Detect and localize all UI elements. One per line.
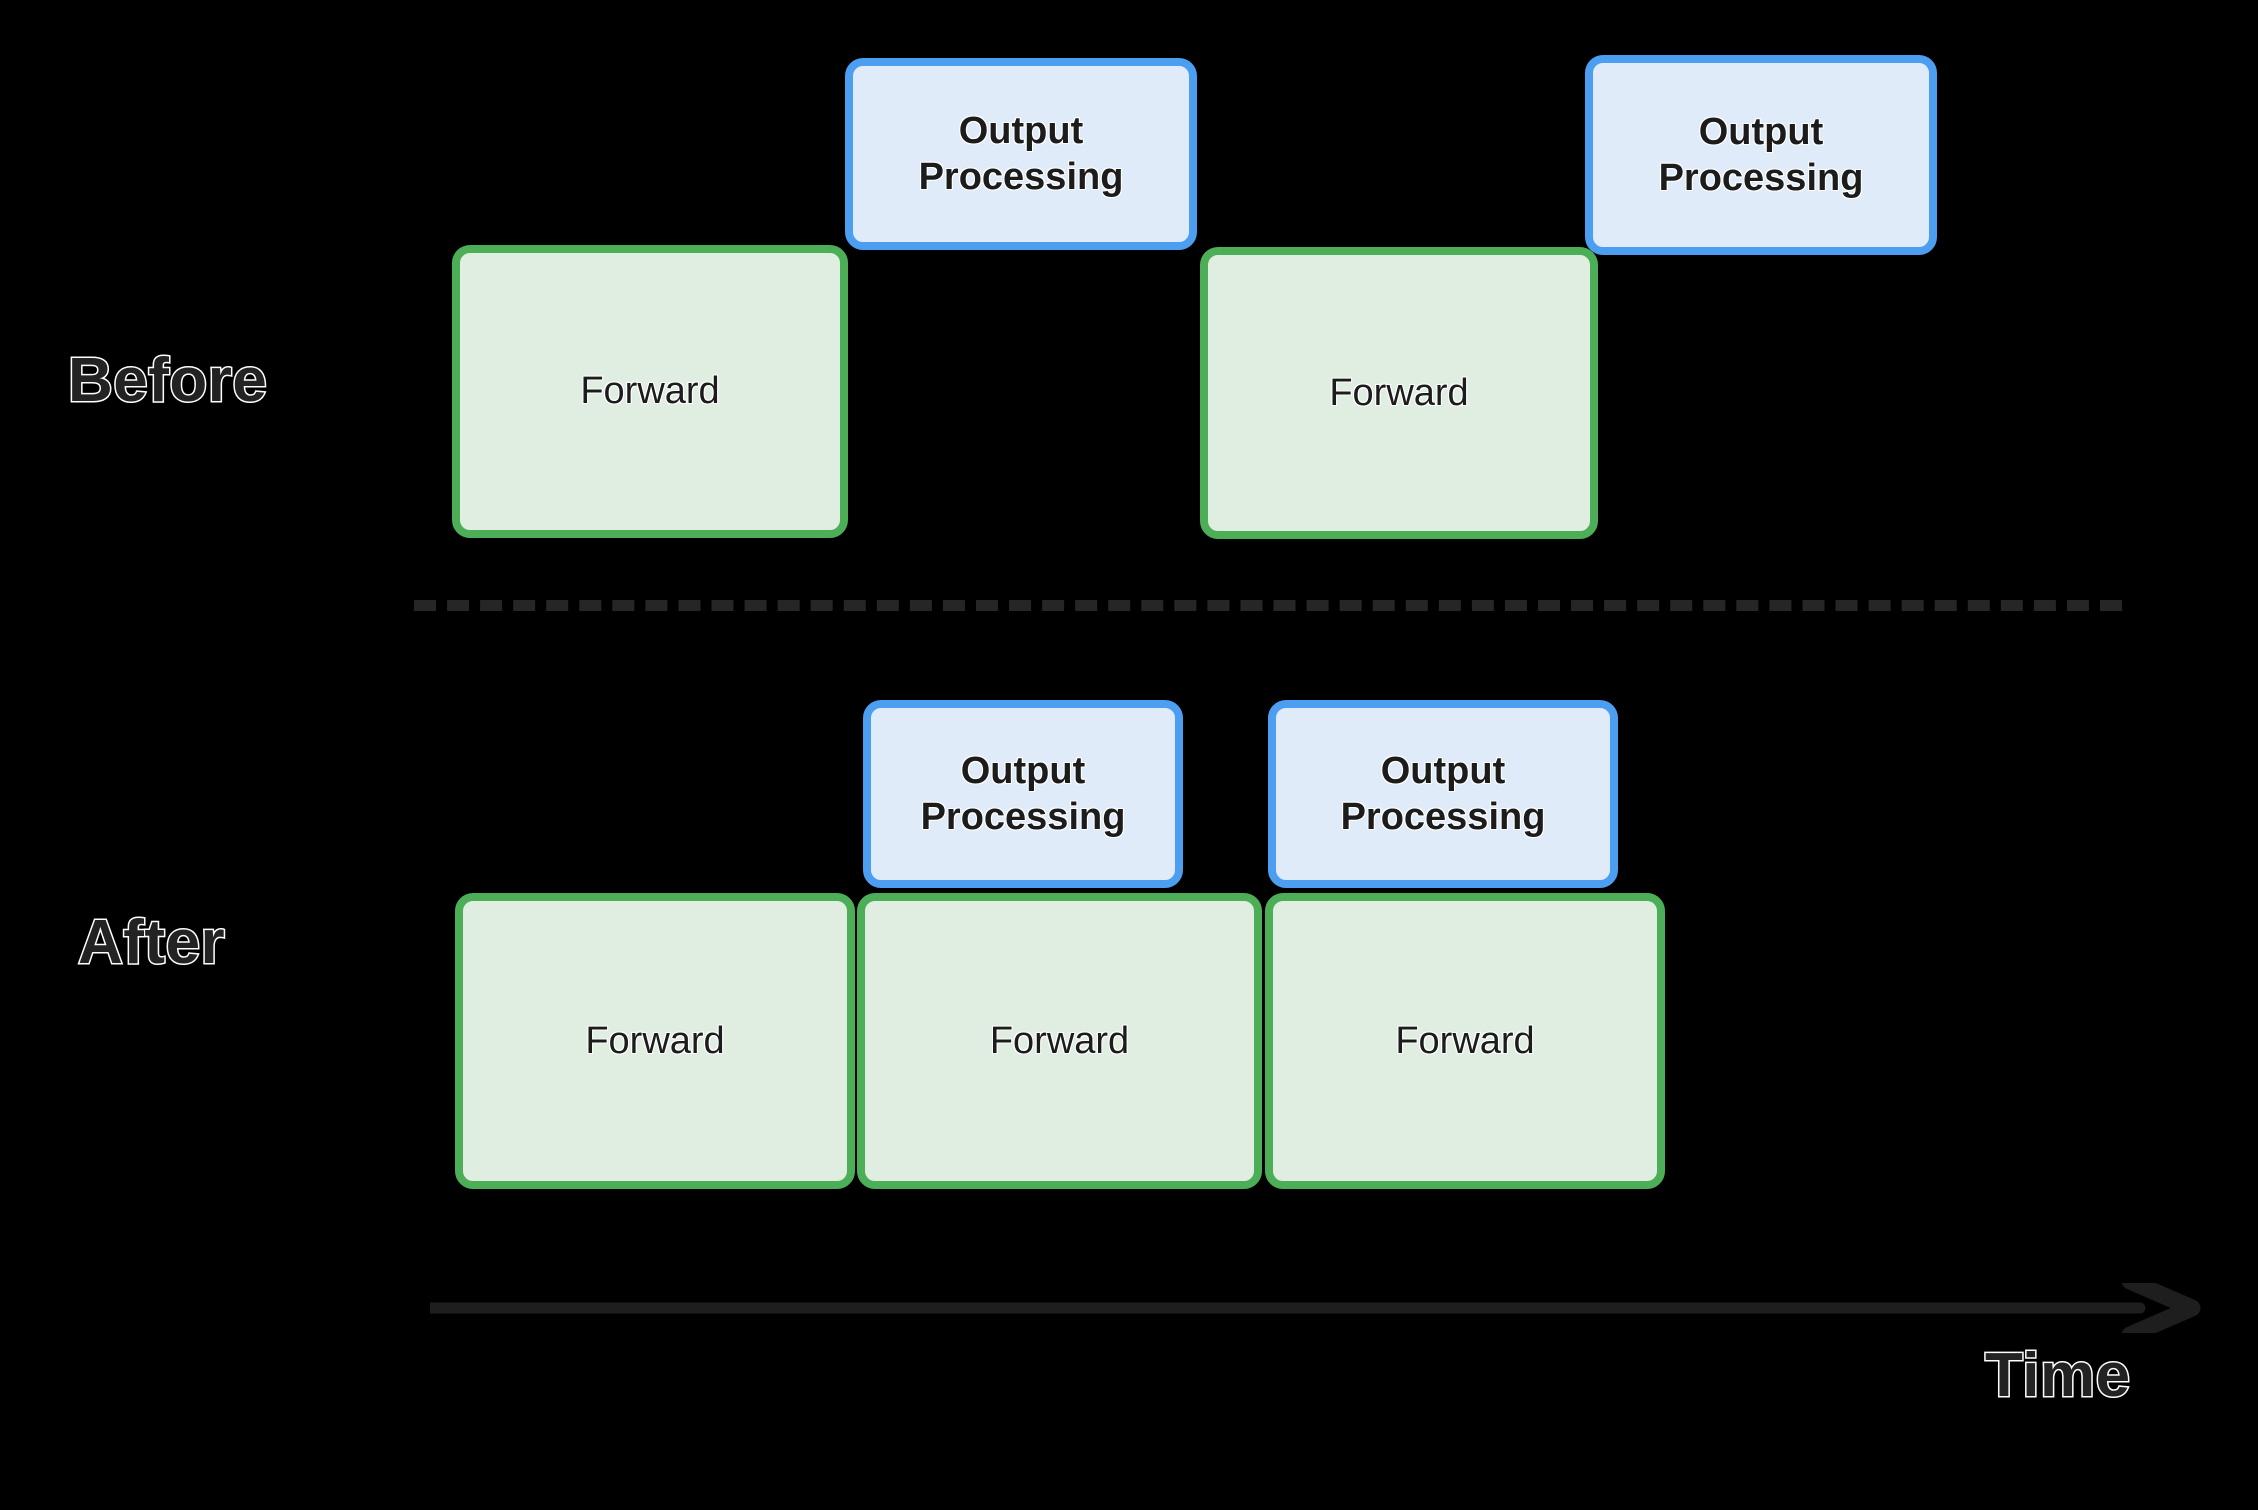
output-processing-block-label: Output Processing bbox=[911, 748, 1136, 841]
forward-block: Forward bbox=[857, 893, 1262, 1189]
output-processing-line-1: Output bbox=[1698, 110, 1824, 153]
output-processing-block-label: Output Processing bbox=[909, 108, 1134, 201]
output-processing-block: Output Processing bbox=[1268, 700, 1618, 888]
forward-block-label: Forward bbox=[580, 370, 720, 413]
output-processing-block: Output Processing bbox=[845, 58, 1197, 250]
forward-block-label: Forward bbox=[585, 1019, 725, 1062]
output-processing-line-1: Output bbox=[958, 109, 1084, 152]
output-processing-block-label: Output Processing bbox=[1649, 109, 1874, 202]
output-processing-block-label: Output Processing bbox=[1331, 748, 1556, 841]
forward-block-label: Forward bbox=[989, 1019, 1130, 1062]
forward-block: Forward bbox=[452, 245, 848, 538]
time-axis bbox=[430, 1283, 2201, 1333]
output-processing-line-2: Processing bbox=[918, 156, 1124, 198]
output-processing-block: Output Processing bbox=[863, 700, 1183, 888]
forward-block-label: Forward bbox=[1395, 1019, 1535, 1062]
output-processing-line-2: Processing bbox=[1658, 157, 1864, 199]
section-divider bbox=[414, 600, 2122, 611]
forward-block: Forward bbox=[1265, 893, 1665, 1189]
time-axis-label: Time bbox=[1984, 1341, 2132, 1410]
arrow-right-icon bbox=[2121, 1283, 2201, 1333]
output-processing-block: Output Processing bbox=[1585, 55, 1937, 255]
forward-block-label: Forward bbox=[1329, 371, 1469, 414]
forward-block: Forward bbox=[455, 893, 855, 1189]
row-label-before: Before bbox=[66, 346, 268, 415]
output-processing-line-1: Output bbox=[960, 749, 1086, 792]
row-label-after: After bbox=[76, 908, 226, 977]
output-processing-line-2: Processing bbox=[920, 796, 1126, 838]
forward-block: Forward bbox=[1200, 247, 1598, 539]
output-processing-line-2: Processing bbox=[1340, 796, 1546, 838]
output-processing-line-1: Output bbox=[1380, 749, 1506, 792]
